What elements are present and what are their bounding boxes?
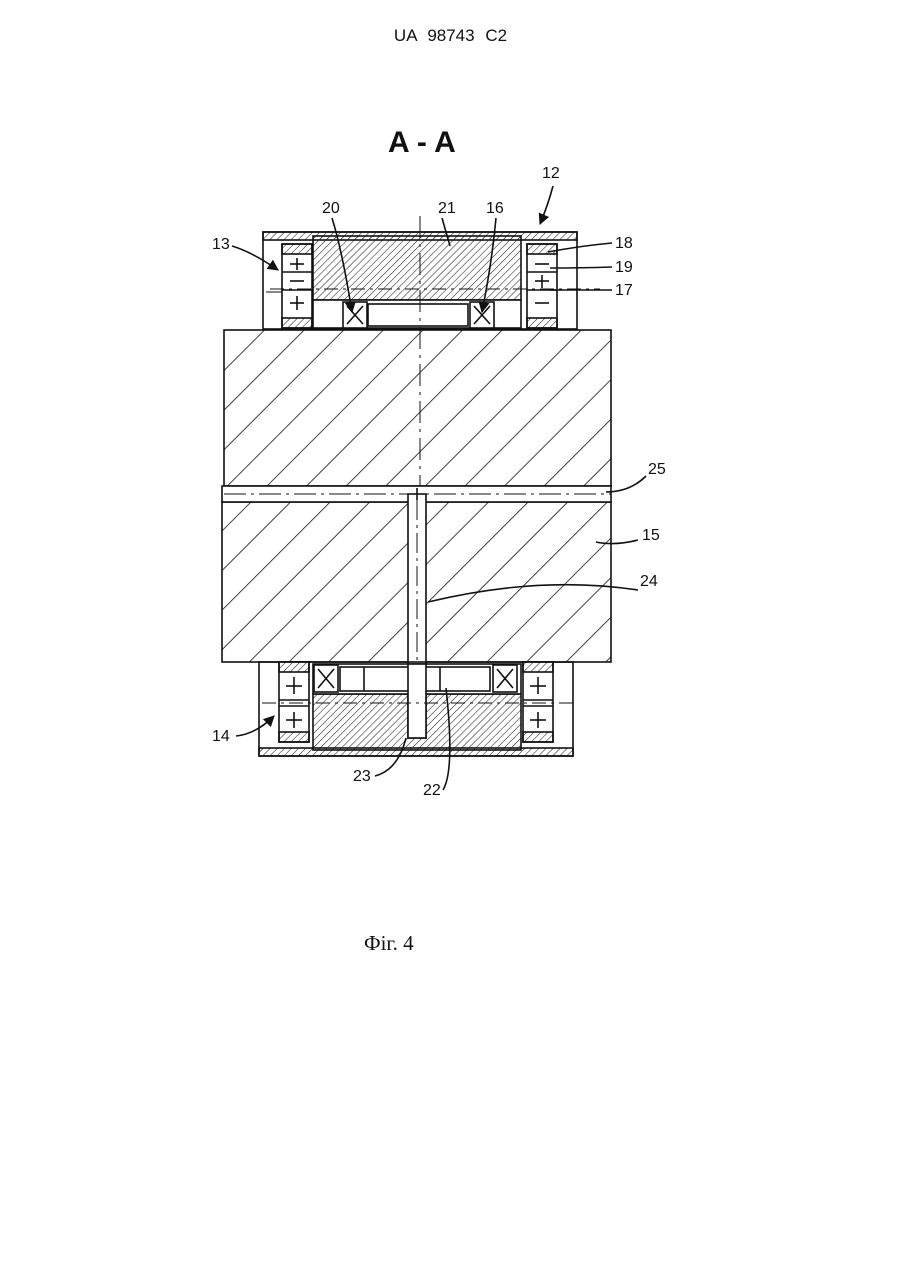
bottom-right-magnet-stack [523, 662, 553, 742]
label-22: 22 [423, 782, 441, 799]
leader-12 [540, 186, 553, 224]
label-19: 19 [615, 259, 633, 276]
label-14: 14 [212, 728, 230, 745]
main-block-upper [224, 330, 611, 486]
label-24: 24 [640, 573, 658, 590]
bottom-left-magnet-stack [279, 662, 309, 742]
leader-14 [236, 716, 274, 736]
leader-25 [606, 476, 646, 492]
figure-caption: Фіг. 4 [364, 931, 414, 956]
label-23: 23 [353, 768, 371, 785]
label-15: 15 [642, 527, 660, 544]
label-12: 12 [542, 165, 560, 182]
label-21: 21 [438, 200, 456, 217]
top-left-magnet-stack [282, 244, 312, 328]
label-17: 17 [615, 282, 633, 299]
label-18: 18 [615, 235, 633, 252]
label-13: 13 [212, 236, 230, 253]
label-20: 20 [322, 200, 340, 217]
leader-19 [550, 267, 612, 268]
label-16: 16 [486, 200, 504, 217]
label-25: 25 [648, 461, 666, 478]
leader-13 [232, 246, 278, 270]
